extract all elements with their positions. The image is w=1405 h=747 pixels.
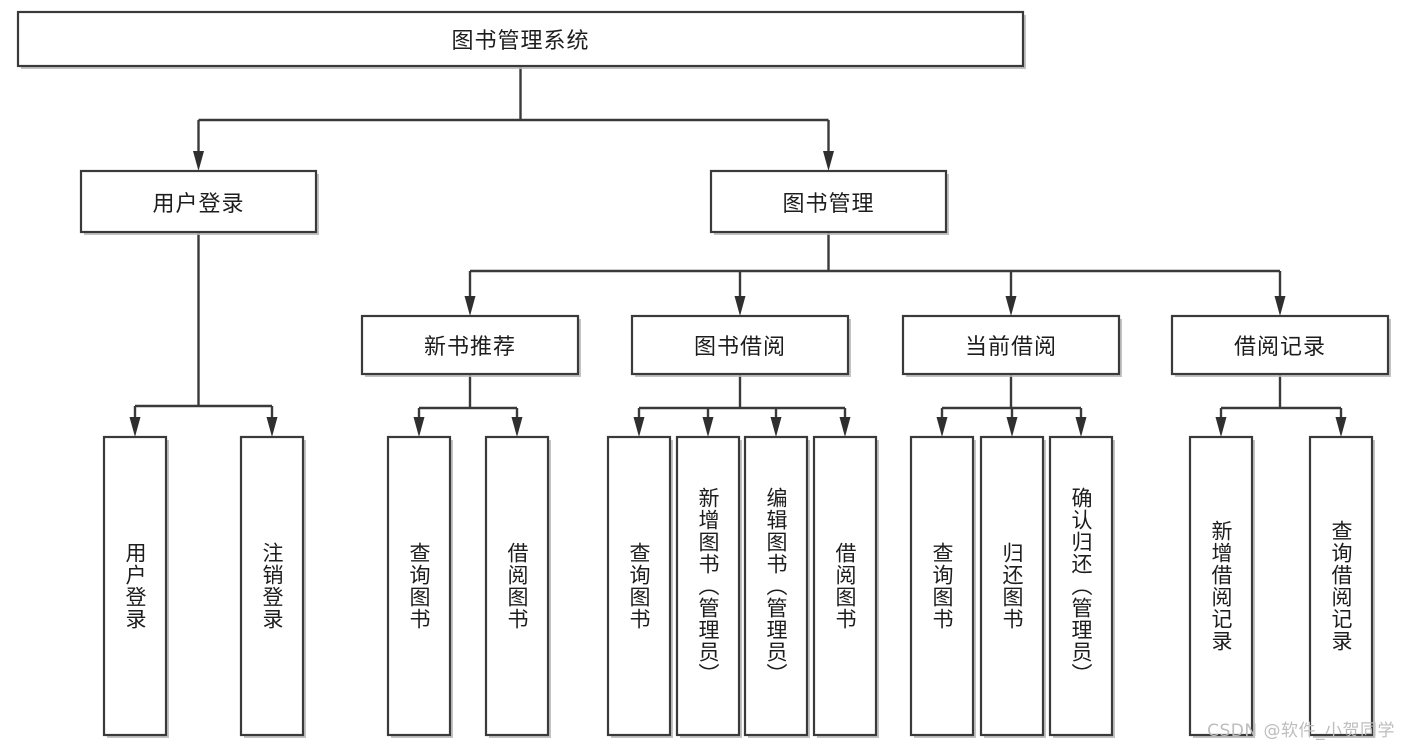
arrow-head-icon (770, 417, 782, 437)
node-box-leaf-current-3[interactable] (1048, 435, 1114, 737)
node-box-login[interactable] (79, 169, 318, 234)
node-box-leaf-borrow-4[interactable] (812, 435, 878, 737)
node-box-bookmgmt[interactable] (709, 169, 948, 234)
arrow-head-icon (1006, 417, 1018, 437)
node-box-leaf-newbook-1[interactable] (386, 435, 452, 737)
node-box-leaf-login-2[interactable] (239, 435, 305, 737)
node-box-leaf-login-1[interactable] (102, 435, 168, 737)
arrow-head-icon (129, 417, 141, 437)
arrow-head-icon (839, 417, 851, 437)
node-box-leaf-current-1[interactable] (909, 435, 975, 737)
arrow-head-icon (266, 417, 278, 437)
node-box-leaf-borrow-2[interactable] (675, 435, 741, 737)
arrow-head-icon (734, 296, 746, 316)
arrow-head-icon (1215, 417, 1227, 437)
arrow-head-icon (1005, 296, 1017, 316)
node-box-current[interactable] (901, 314, 1121, 376)
node-box-leaf-borrow-3[interactable] (743, 435, 809, 737)
arrow-head-icon (702, 417, 714, 437)
node-box-leaf-records-2[interactable] (1308, 435, 1374, 737)
arrow-head-icon (511, 417, 523, 437)
node-box-newbook[interactable] (360, 314, 580, 376)
arrow-head-icon (1274, 296, 1286, 316)
arrow-head-icon (1075, 417, 1087, 437)
node-box-root[interactable] (16, 10, 1025, 68)
connector-layer (129, 66, 1347, 437)
node-box-borrow[interactable] (630, 314, 850, 376)
arrow-head-icon (633, 417, 645, 437)
arrow-head-icon (413, 417, 425, 437)
node-box-leaf-borrow-1[interactable] (606, 435, 672, 737)
node-box-layer (16, 10, 1391, 738)
node-box-leaf-current-2[interactable] (979, 435, 1045, 737)
node-box-leaf-records-1[interactable] (1188, 435, 1254, 737)
arrow-head-icon (464, 296, 476, 316)
arrow-head-icon (823, 151, 834, 171)
node-box-records[interactable] (1170, 314, 1390, 376)
arrow-head-icon (193, 151, 204, 171)
arrow-head-icon (1335, 417, 1347, 437)
csdn-watermark: CSDN @软件_小贺同学 (1207, 721, 1395, 741)
arrow-head-icon (936, 417, 948, 437)
node-box-leaf-newbook-2[interactable] (484, 435, 550, 737)
